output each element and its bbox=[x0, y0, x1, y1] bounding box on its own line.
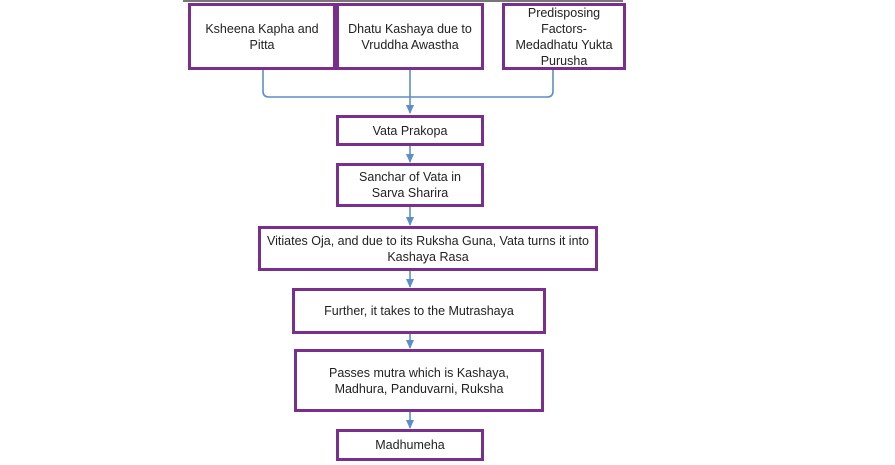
node-sanchar: Sanchar of Vata in Sarva Sharira bbox=[336, 163, 484, 207]
node-dhatu-kashaya: Dhatu Kashaya due to Vruddha Awastha bbox=[336, 3, 484, 70]
node-vitiates-oja-text: Vitiates Oja, and due to its Ruksha Guna… bbox=[267, 233, 589, 264]
bracket-connector bbox=[262, 69, 554, 98]
node-predisposing-factors-text: Predisposing Factors-Medadhatu Yukta Pur… bbox=[515, 5, 613, 68]
node-vata-prakopa: Vata Prakopa bbox=[336, 115, 484, 146]
node-passes-mutra: Passes mutra which is Kashaya, Madhura, … bbox=[294, 349, 544, 412]
node-madhumeha-text: Madhumeha bbox=[375, 438, 445, 452]
node-kapha-pitta: Ksheena Kapha and Pitta bbox=[188, 3, 336, 70]
node-dhatu-kashaya-text: Dhatu Kashaya due to Vruddha Awastha bbox=[348, 21, 472, 52]
top-border-line bbox=[183, 0, 623, 2]
node-vata-prakopa-text: Vata Prakopa bbox=[372, 123, 448, 138]
node-passes-mutra-text: Passes mutra which is Kashaya, Madhura, … bbox=[329, 365, 509, 396]
node-vitiates-oja: Vitiates Oja, and due to its Ruksha Guna… bbox=[258, 226, 598, 271]
node-mutrashaya: Further, it takes to the Mutrashaya bbox=[292, 288, 546, 334]
node-kapha-pitta-text: Ksheena Kapha and Pitta bbox=[205, 21, 319, 52]
node-predisposing-factors: Predisposing Factors-Medadhatu Yukta Pur… bbox=[502, 3, 626, 70]
node-mutrashaya-text: Further, it takes to the Mutrashaya bbox=[324, 304, 514, 318]
node-sanchar-text: Sanchar of Vata in Sarva Sharira bbox=[359, 170, 461, 200]
node-madhumeha: Madhumeha bbox=[336, 429, 484, 461]
